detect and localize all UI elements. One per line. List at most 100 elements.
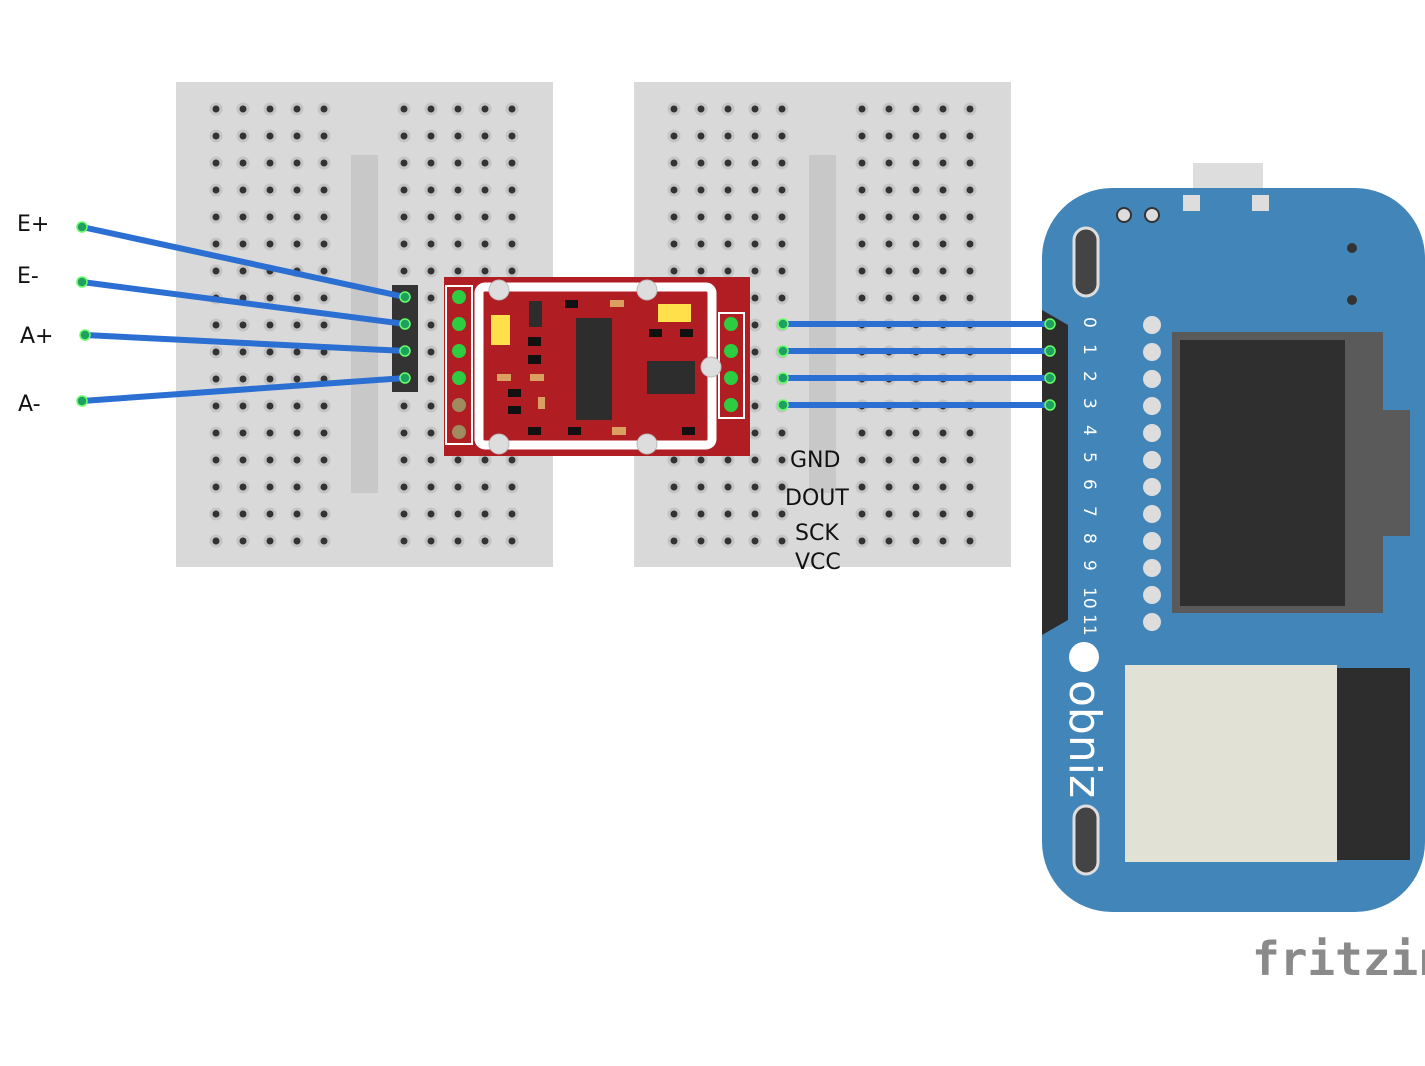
breadboard-hole: [478, 264, 492, 278]
breadboard-hole: [290, 480, 304, 494]
breadboard-hole: [936, 102, 950, 116]
breadboard-hole: [424, 507, 438, 521]
breadboard-hole: [855, 291, 869, 305]
breadboard-hole: [263, 291, 277, 305]
wires: [79, 224, 1053, 408]
breadboard-hole: [667, 264, 681, 278]
breadboard-hole: [317, 507, 331, 521]
breadboard-hole: [775, 426, 789, 440]
wire-e-minus: [79, 279, 408, 327]
breadboard-hole: [936, 264, 950, 278]
breadboard-hole: [478, 210, 492, 224]
board-pin: [1143, 451, 1161, 469]
breadboard-hole: [424, 345, 438, 359]
breadboard-hole: [748, 156, 762, 170]
breadboard-hole: [424, 183, 438, 197]
breadboard-hole: [236, 129, 250, 143]
breadboard-hole: [694, 210, 708, 224]
breadboard-hole: [209, 453, 223, 467]
breadboard-hole: [397, 453, 411, 467]
breadboard-hole: [748, 102, 762, 116]
breadboard-hole: [667, 102, 681, 116]
breadboard-hole: [775, 291, 789, 305]
breadboard-hole: [748, 291, 762, 305]
breadboard-hole: [478, 156, 492, 170]
module-pins-left: [452, 290, 466, 439]
breadboard-hole: [855, 426, 869, 440]
breadboard-hole: [882, 156, 896, 170]
breadboard-hole: [936, 210, 950, 224]
breadboard-hole: [855, 507, 869, 521]
breadboard-hole: [209, 534, 223, 548]
breadboard-hole: [317, 129, 331, 143]
breadboard-hole: [748, 129, 762, 143]
breadboard-hole: [936, 237, 950, 251]
wire-e-plus: [79, 224, 408, 300]
breadboard-hole: [236, 453, 250, 467]
breadboard-hole: [263, 399, 277, 413]
breadboard-hole: [263, 507, 277, 521]
pin-label: 0: [1079, 317, 1099, 328]
breadboard-hole: [290, 129, 304, 143]
breadboard-hole: [505, 453, 519, 467]
breadboard-hole: [424, 237, 438, 251]
breadboard-hole: [694, 237, 708, 251]
breadboard-hole: [694, 507, 708, 521]
breadboard-hole: [263, 372, 277, 386]
breadboard-hole: [397, 399, 411, 413]
breadboard-hole: [451, 507, 465, 521]
breadboard-hole: [317, 291, 331, 305]
breadboard-hole: [451, 264, 465, 278]
breadboard-hole: [290, 102, 304, 116]
breadboard-hole: [882, 264, 896, 278]
breadboard-hole: [882, 102, 896, 116]
breadboard-hole: [694, 129, 708, 143]
breadboard-hole: [721, 534, 735, 548]
breadboard-hole: [236, 507, 250, 521]
board-pin: [1143, 370, 1161, 388]
breadboard-hole: [397, 102, 411, 116]
breadboard-hole: [236, 156, 250, 170]
breadboard-hole: [505, 237, 519, 251]
board-pin: [1143, 532, 1161, 550]
breadboard-hole: [909, 480, 923, 494]
breadboard-hole: [236, 102, 250, 116]
breadboard-hole: [775, 210, 789, 224]
breadboard-hole: [855, 129, 869, 143]
board-pin: [1143, 559, 1161, 577]
breadboard-hole: [317, 453, 331, 467]
breadboard-hole: [290, 291, 304, 305]
breadboard-hole: [855, 156, 869, 170]
breadboard-hole: [478, 534, 492, 548]
breadboard-hole: [451, 129, 465, 143]
breadboard-hole: [882, 426, 896, 440]
breadboard-hole: [855, 237, 869, 251]
breadboard-hole: [882, 480, 896, 494]
breadboard-hole: [748, 426, 762, 440]
breadboard-hole: [263, 102, 277, 116]
breadboard-hole: [775, 102, 789, 116]
breadboard-hole: [236, 372, 250, 386]
breadboard-hole: [963, 453, 977, 467]
breadboard-hole: [317, 480, 331, 494]
breadboard-hole: [317, 183, 331, 197]
breadboard-hole: [397, 426, 411, 440]
breadboard-hole: [855, 264, 869, 278]
breadboard-hole: [263, 426, 277, 440]
breadboard-hole: [451, 183, 465, 197]
breadboard-hole: [775, 156, 789, 170]
label-e-plus: E+: [17, 212, 49, 237]
breadboard-hole: [236, 237, 250, 251]
breadboard-hole: [909, 453, 923, 467]
breadboard-hole: [424, 426, 438, 440]
breadboard-hole: [317, 264, 331, 278]
breadboard-hole: [748, 210, 762, 224]
breadboard-hole: [963, 291, 977, 305]
breadboard-hole: [694, 534, 708, 548]
breadboard-hole: [317, 102, 331, 116]
breadboard-hole: [963, 426, 977, 440]
breadboard-hole: [963, 156, 977, 170]
breadboard-hole: [882, 210, 896, 224]
breadboard-hole: [667, 480, 681, 494]
breadboard-hole: [775, 129, 789, 143]
